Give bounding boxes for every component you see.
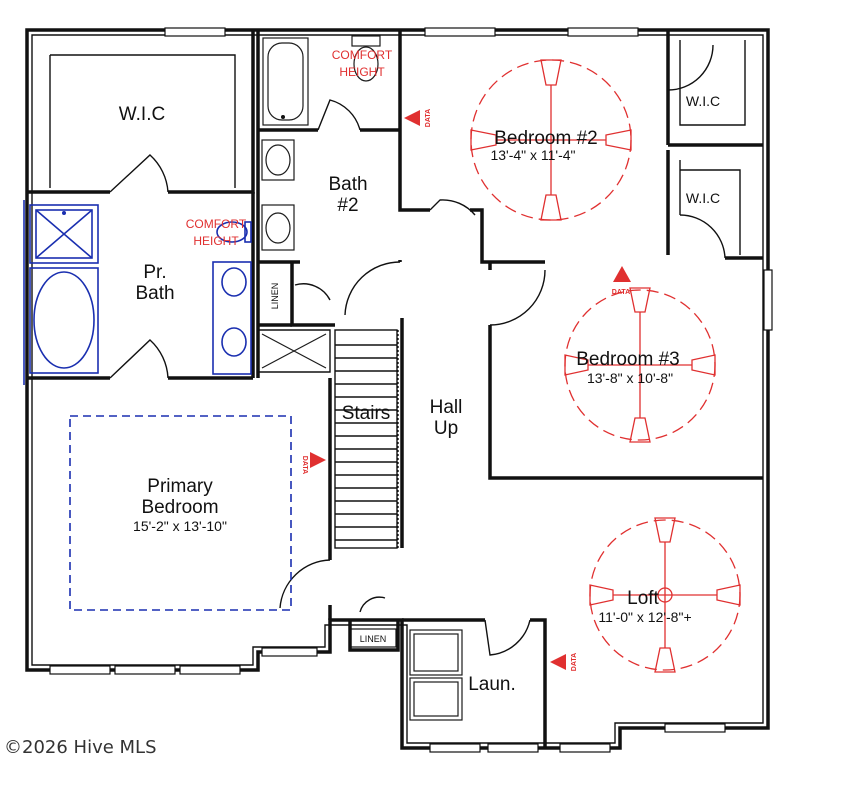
linen-upper-label: LINEN xyxy=(270,283,280,310)
data-note-loft: DATA xyxy=(571,653,578,671)
doors xyxy=(109,44,726,656)
laundry-machines xyxy=(409,629,463,721)
windows xyxy=(49,27,773,753)
hall-up-label: Up xyxy=(434,418,458,439)
loft-dimensions: 11'-0" x 12'-8"+ xyxy=(598,609,691,625)
tray-ceiling xyxy=(69,415,292,611)
ceiling-fan-bedroom2 xyxy=(470,59,632,221)
interior-walls xyxy=(27,30,763,748)
laundry-label: Laun. xyxy=(468,674,516,695)
bedroom3-label: Bedroom #3 xyxy=(576,349,680,370)
stairs-label: Stairs xyxy=(342,403,391,424)
loft-label: Loft xyxy=(627,588,659,609)
data-note-bedroom3: DATA xyxy=(612,289,630,296)
ceiling-fan-bedroom3 xyxy=(564,287,716,443)
watermark: ©2026 Hive MLS xyxy=(4,737,157,758)
primary-bedroom-label-1: Primary xyxy=(147,476,213,497)
bath2-fixtures xyxy=(261,35,381,369)
data-note-primary: DATA xyxy=(301,456,308,474)
stairs-treads xyxy=(334,329,399,549)
pr-bath-label-2: Bath xyxy=(135,283,174,304)
data-marker-loft xyxy=(550,654,566,670)
bedroom2-dimensions: 13'-4" x 11'-4" xyxy=(490,147,575,163)
bedroom2-label: Bedroom #2 xyxy=(494,128,598,149)
data-marker-bath2 xyxy=(404,110,420,126)
pr-bath-label-1: Pr. xyxy=(143,262,166,283)
comfort-height-prbath-2: HEIGHT xyxy=(193,234,239,248)
bath2-label-2: #2 xyxy=(337,195,358,216)
closet-shelving xyxy=(679,40,746,255)
data-marker-primary xyxy=(310,452,326,468)
data-note-bath2: DATA xyxy=(425,109,432,127)
bedroom3-dimensions: 13'-8" x 10'-8" xyxy=(587,370,673,386)
comfort-height-prbath-1: COMFORT xyxy=(186,217,247,231)
wic-bed2-label: W.I.C xyxy=(686,93,720,109)
linen-lower-box xyxy=(349,628,397,648)
wic-primary-label: W.I.C xyxy=(119,104,165,125)
primary-bedroom-dimensions: 15'-2" x 13'-10" xyxy=(133,518,227,534)
linen-lower-label: LINEN xyxy=(360,634,387,644)
wic-bed3-label: W.I.C xyxy=(686,190,720,206)
comfort-height-bath2-2: HEIGHT xyxy=(339,65,385,79)
data-marker-bedroom3 xyxy=(613,266,631,282)
hall-label: Hall xyxy=(430,397,463,418)
ceiling-fan-loft xyxy=(589,517,741,673)
comfort-height-bath2-1: COMFORT xyxy=(332,48,393,62)
primary-bath-fixtures xyxy=(23,200,252,385)
primary-bedroom-label-2: Bedroom xyxy=(141,497,218,518)
bath2-label-1: Bath xyxy=(328,174,367,195)
data-outlet-markers xyxy=(310,110,631,670)
